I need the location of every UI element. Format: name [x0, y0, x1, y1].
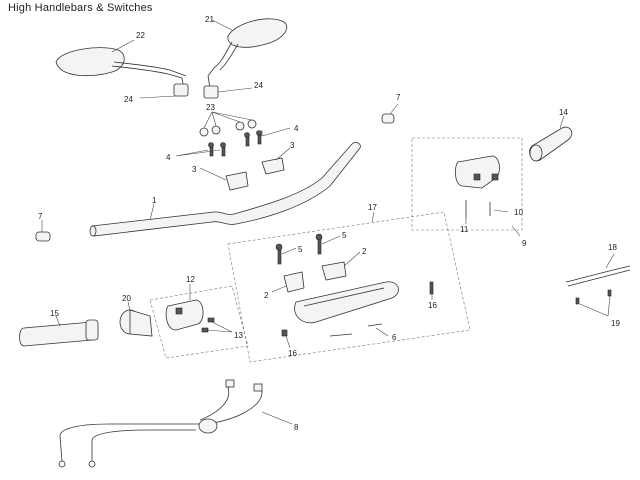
lower-clamp-assembly [275, 233, 434, 337]
right-grip [529, 126, 573, 162]
throttle-tube-20 [119, 309, 153, 337]
callout-18: 18 [608, 243, 617, 252]
callout-8: 8 [294, 423, 299, 432]
callout-5: 5 [298, 245, 303, 254]
callout-3: 3 [192, 165, 197, 174]
callout-17: 17 [368, 203, 377, 212]
callout-10: 10 [514, 208, 523, 217]
switch-group-12-box [149, 285, 249, 359]
left-switch-housing [165, 299, 215, 333]
callout-6: 6 [392, 333, 397, 342]
clamp-group-17-box [227, 211, 471, 363]
handlebar [89, 141, 361, 237]
callout-16: 16 [288, 349, 297, 358]
callout-4: 4 [166, 153, 171, 162]
callout-2: 2 [362, 247, 367, 256]
mirror-left [55, 47, 189, 97]
callout-2: 2 [264, 291, 269, 300]
left-grip [19, 319, 99, 347]
callout-23: 23 [206, 103, 215, 112]
callout-3: 3 [290, 141, 295, 150]
diagram-title: High Handlebars & Switches [8, 2, 153, 14]
callout-5: 5 [342, 231, 347, 240]
switch-group-9-box [411, 137, 523, 231]
mounting-bolts-washers [199, 119, 262, 157]
callout-7: 7 [396, 93, 401, 102]
callout-7: 7 [38, 212, 43, 221]
callout-13: 13 [234, 331, 243, 340]
callout-20: 20 [122, 294, 131, 303]
callout-15: 15 [50, 309, 59, 318]
callout-24: 24 [124, 95, 133, 104]
bar-end-weight-left [35, 231, 51, 242]
bar-end-weight-top [381, 113, 395, 124]
callout-11: 11 [460, 225, 469, 234]
leader-lines [41, 19, 615, 425]
callout-22: 22 [136, 31, 145, 40]
callout-14: 14 [559, 108, 568, 117]
upper-clamps [225, 157, 285, 191]
callout-9: 9 [522, 239, 527, 248]
cable-18 [565, 265, 631, 305]
callout-12: 12 [186, 275, 195, 284]
callout-24: 24 [254, 81, 263, 90]
callout-19: 19 [611, 319, 620, 328]
callout-16: 16 [428, 301, 437, 310]
throttle-cables [58, 379, 263, 468]
callout-labels: 22 21 24 24 23 4 4 3 3 7 7 1 14 10 11 9 … [38, 15, 620, 432]
callout-1: 1 [152, 196, 157, 205]
right-switch-housing [454, 155, 500, 189]
callout-4: 4 [294, 124, 299, 133]
mirror-right [203, 18, 288, 99]
callout-21: 21 [205, 15, 214, 24]
